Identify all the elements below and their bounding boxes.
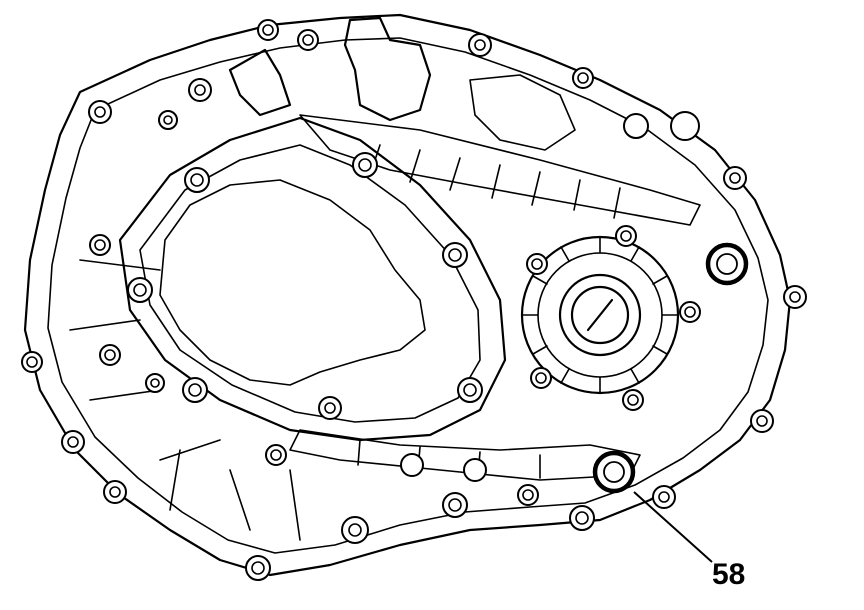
housing-outline (23, 13, 792, 577)
shift-tower (343, 16, 432, 122)
breather-tube (228, 48, 292, 117)
bolts (21, 19, 807, 581)
housing-inner-rim (47, 37, 769, 554)
callout-label-58: 58 (712, 558, 746, 591)
callout-leader-line (633, 491, 713, 563)
output-flange (520, 235, 680, 395)
bell-chamber (118, 116, 507, 442)
highlighted-plugs (592, 242, 749, 494)
cavity (159, 179, 426, 386)
bell-chamber-inner (139, 144, 481, 423)
top-boss (469, 74, 576, 151)
